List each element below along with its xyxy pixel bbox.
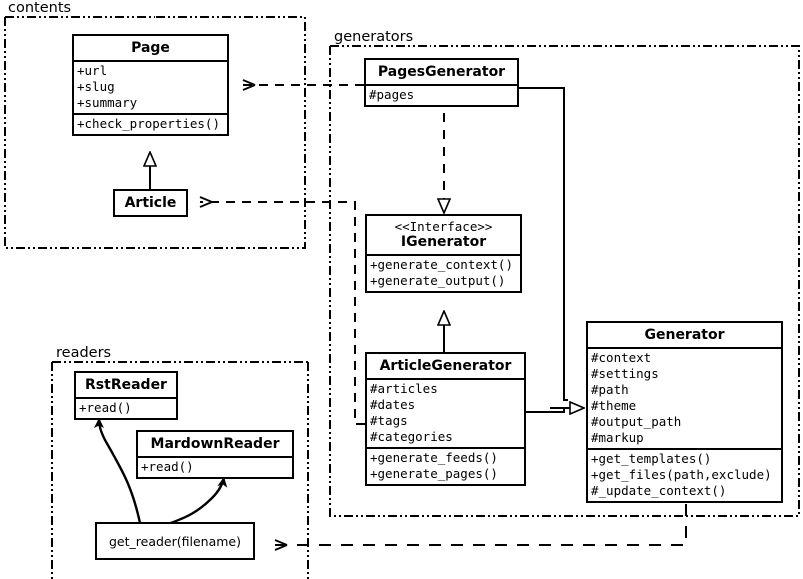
operation-row: +get_templates() — [591, 451, 712, 466]
operation-row: #_update_context() — [591, 483, 727, 498]
class-box-articlegenerator[interactable]: ArticleGenerator #articles #dates #tags … — [365, 352, 526, 486]
class-operations-markdownreader: +read() — [138, 456, 292, 477]
relation-articlegenerator-inherits-generator — [526, 408, 584, 412]
class-box-igenerator[interactable]: <<Interface>> IGenerator +generate_conte… — [365, 214, 522, 293]
class-attributes-page: +url +slug +summary — [74, 60, 227, 113]
relation-getreader-returns-rstreader — [94, 417, 142, 524]
class-name-markdownreader: MardownReader — [150, 436, 280, 452]
class-name-rstreader: RstReader — [85, 377, 167, 393]
operation-row: +generate_output() — [370, 273, 506, 288]
class-name-articlegenerator: ArticleGenerator — [379, 358, 512, 374]
attribute-row: #tags — [370, 413, 408, 428]
relation-pagesgenerator-inherits-generator — [519, 87, 568, 401]
class-box-rstreader[interactable]: RstReader +read() — [74, 371, 178, 420]
operation-row: +get_files(path,exclude) — [591, 467, 772, 482]
attribute-row: +url — [77, 63, 108, 78]
attribute-row: #categories — [370, 429, 453, 444]
attribute-row: +slug — [77, 79, 115, 94]
attribute-row: +summary — [77, 95, 138, 110]
relation-articlegenerator-uses-article — [199, 196, 365, 425]
operation-row: +check_properties() — [77, 116, 220, 131]
attribute-row: #output_path — [591, 414, 682, 429]
package-label-contents: contents — [6, 0, 74, 16]
operation-row: +read() — [79, 400, 132, 415]
attribute-row: #articles — [370, 381, 438, 396]
function-label-get-reader: get_reader(filename) — [109, 533, 241, 549]
class-attributes-articlegenerator: #articles #dates #tags #categories — [367, 378, 524, 447]
attribute-row: #context — [591, 350, 652, 365]
attribute-row: #path — [591, 382, 629, 397]
attribute-row: #theme — [591, 398, 637, 413]
class-operations-generator: +get_templates() +get_files(path,exclude… — [588, 448, 781, 501]
attribute-row: #markup — [591, 430, 644, 445]
class-stereotype-igenerator: <<Interface>> — [394, 219, 493, 234]
operation-row: +read() — [141, 459, 194, 474]
class-operations-page: +check_properties() — [74, 113, 227, 134]
class-box-page[interactable]: Page +url +slug +summary +check_properti… — [72, 34, 229, 136]
class-operations-igenerator: +generate_context() +generate_output() — [367, 254, 520, 291]
attribute-row: #pages — [369, 87, 415, 102]
class-name-page: Page — [131, 40, 170, 56]
operation-row: +generate_feeds() — [370, 450, 498, 465]
class-box-generator[interactable]: Generator #context #settings #path #them… — [586, 321, 783, 503]
class-name-pagesgenerator: PagesGenerator — [377, 64, 506, 80]
class-attributes-pagesgenerator: #pages — [366, 84, 517, 105]
class-box-markdownreader[interactable]: MardownReader +read() — [136, 430, 294, 479]
class-operations-articlegenerator: +generate_feeds() +generate_pages() — [367, 447, 524, 484]
class-attributes-generator: #context #settings #path #theme #output_… — [588, 347, 781, 448]
operation-row: +generate_pages() — [370, 466, 498, 481]
class-box-pagesgenerator[interactable]: PagesGenerator #pages — [364, 58, 519, 107]
package-label-readers: readers — [54, 345, 114, 361]
relation-getreader-returns-markdownreader — [164, 476, 228, 527]
class-name-igenerator: IGenerator — [400, 234, 487, 250]
package-label-generators: generators — [332, 29, 416, 45]
class-name-article: Article — [124, 195, 177, 211]
attribute-row: #settings — [591, 366, 659, 381]
relation-generator-uses-getreader — [274, 504, 687, 551]
function-box-get-reader[interactable]: get_reader(filename) — [95, 522, 255, 560]
class-box-article[interactable]: Article — [113, 189, 188, 217]
class-name-generator: Generator — [644, 327, 725, 343]
operation-row: +generate_context() — [370, 257, 513, 272]
class-operations-rstreader: +read() — [76, 397, 176, 418]
attribute-row: #dates — [370, 397, 416, 412]
